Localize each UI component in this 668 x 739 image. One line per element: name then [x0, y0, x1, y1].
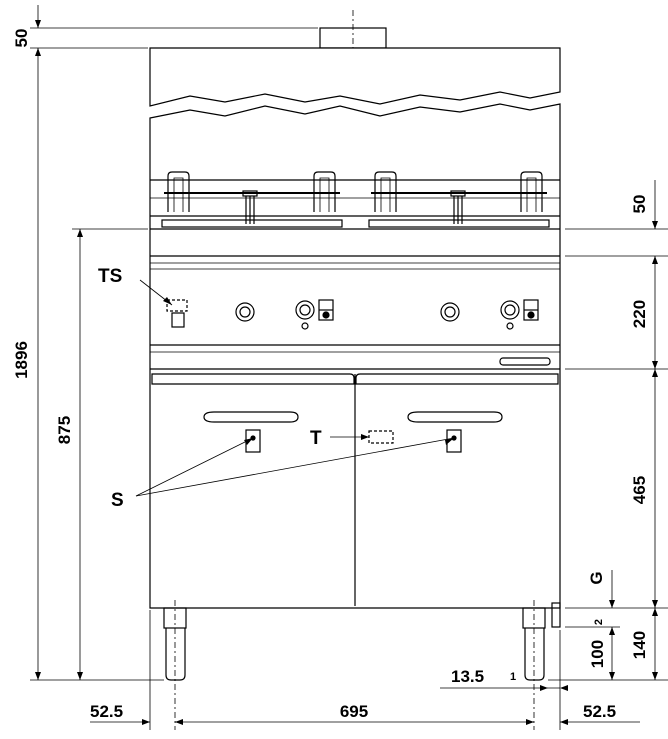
legs [163, 600, 561, 730]
left-thermostat-knob[interactable] [295, 300, 315, 320]
dimension-lines [30, 5, 668, 730]
dimension-labels: 50 1896 875 50 220 465 140 100 2 G 13.5 … [12, 29, 649, 721]
note-marker: 1 [510, 671, 516, 683]
right-thermostat-knob[interactable] [500, 300, 520, 320]
basket-right [368, 171, 550, 228]
left-pilot-light [301, 322, 309, 330]
left-door-handle[interactable] [203, 411, 299, 423]
dim-leg-adjust: 140 [630, 631, 649, 659]
dim-leg-offset-small: 2 [593, 619, 605, 625]
control-panel [150, 299, 560, 370]
dim-control-panel: 220 [630, 300, 649, 328]
dim-top-chimney: 50 [12, 29, 31, 48]
safety-thermostat-outline [166, 299, 188, 312]
thermostat-label: T [310, 428, 322, 449]
dim-leg-height: 100 [588, 640, 607, 668]
gas-connection-label: G [587, 571, 606, 584]
safety-thermostat-label: TS [98, 266, 122, 287]
flue-chimney [319, 10, 387, 70]
worktop [150, 215, 560, 270]
dim-left-side: 52.5 [90, 702, 123, 721]
right-gas-knob[interactable] [440, 302, 460, 322]
left-door-top [151, 373, 355, 385]
drip-handle[interactable] [499, 357, 551, 366]
dim-basket-clearance: 50 [630, 195, 649, 214]
component-labels: TS T S [98, 266, 322, 511]
dim-leg-side-offset: 13.5 [451, 667, 484, 686]
right-door-top [355, 373, 559, 385]
right-pilot-light [506, 322, 514, 330]
cabinet-doors [151, 373, 559, 606]
dimension-arrowheads [35, 20, 658, 725]
gas-connection-fitting [551, 602, 561, 628]
dim-width: 695 [340, 702, 368, 721]
right-door-handle[interactable] [407, 411, 503, 423]
switches-label: S [111, 490, 124, 511]
basket-left [150, 171, 560, 228]
dim-worktop-height: 875 [55, 416, 74, 444]
dim-door-zone: 465 [630, 476, 649, 504]
reset-button[interactable] [171, 312, 185, 328]
dim-total-height: 1896 [12, 341, 31, 379]
dim-right-side: 52.5 [583, 702, 616, 721]
upper-body [149, 47, 561, 609]
left-gas-knob[interactable] [235, 302, 255, 322]
